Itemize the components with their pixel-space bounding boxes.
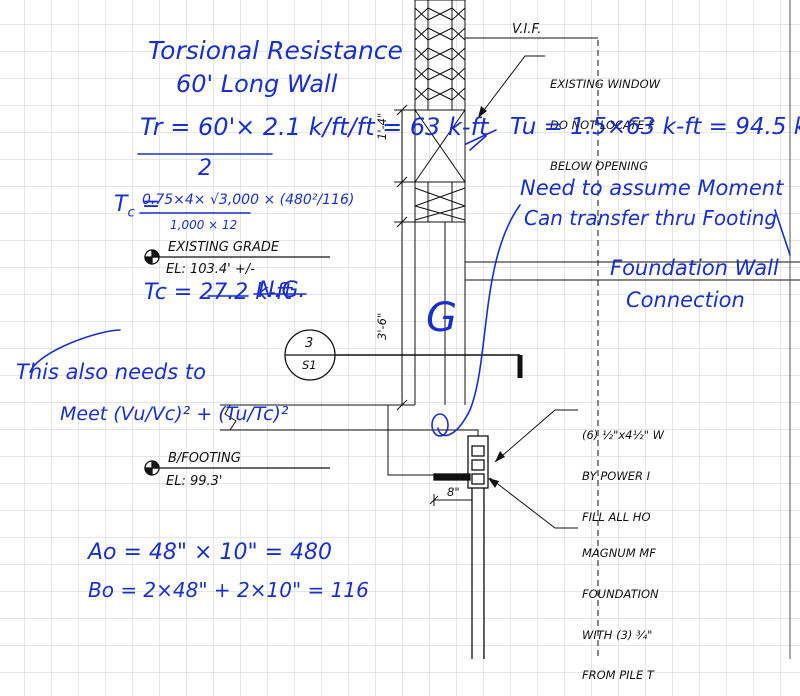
grade-label: EXISTING GRADE	[168, 240, 280, 255]
foundation-wall	[414, 222, 466, 405]
section-number: 3	[305, 336, 314, 351]
hw-tc-label: Tc =	[114, 192, 161, 221]
hw-tc-denominator: 1,000 × 12	[170, 218, 238, 232]
hw-also-needs-2: Meet (Vu/Vc)² + (Tu/Tc)²	[60, 403, 289, 425]
pile-bracket	[433, 435, 489, 489]
hw-tc-numerator: 0.75×4× √3,000 × (480²/116)	[142, 192, 355, 208]
footing-label: B/FOOTING	[168, 451, 241, 466]
anchor-note-line-2: BY POWER I	[582, 468, 651, 483]
detail-drawing	[29, 0, 800, 659]
hw-need-note-2: Can transfer thru Footing	[524, 206, 778, 230]
pile-shaft	[471, 488, 485, 659]
footing	[387, 405, 479, 476]
magnum-note-line-3: WITH (3) ¾"	[582, 627, 653, 642]
magnum-note: MAGNUM MF FOUNDATION WITH (3) ¾" FROM PI…	[582, 520, 659, 696]
magnum-note-line-1: MAGNUM MF	[582, 546, 656, 561]
window-note-line-3: BELOW OPENING	[550, 158, 649, 173]
wall-block-lower	[414, 181, 466, 223]
grade-marker	[144, 249, 330, 265]
window-note: EXISTING WINDOW DO NOT LOCATE F BELOW OP…	[550, 51, 660, 187]
window-note-line-1: EXISTING WINDOW	[550, 77, 661, 92]
handwritten-strokes	[29, 129, 791, 437]
hw-ng: N.G.	[258, 278, 306, 303]
anchor-note-line-1: (6) ½"x4½" W	[582, 428, 664, 443]
wall-block-upper	[414, 0, 466, 111]
hw-ao: Ao = 48" × 10" = 480	[88, 540, 332, 565]
hw-bo: Bo = 2×48" + 2×10" = 116	[88, 578, 369, 602]
dim-8: 8"	[447, 485, 460, 499]
magnum-note-line-2: FOUNDATION	[582, 586, 659, 601]
footing-elevation: EL: 99.3'	[166, 474, 223, 489]
window-note-line-2: DO NOT LOCATE F	[550, 117, 655, 132]
dim-3-6: 3'-6"	[375, 312, 389, 340]
anchor-note-line-3: FILL ALL HO	[582, 509, 651, 524]
hw-g-mark: G	[426, 295, 457, 341]
grade-elevation: EL: 103.4' +/-	[166, 262, 255, 277]
hw-title: Torsional Resistance	[148, 36, 403, 65]
hw-tr-denominator: 2	[198, 156, 212, 181]
anchor-note: (6) ½"x4½" W BY POWER I FILL ALL HO	[582, 402, 664, 538]
hw-subtitle: 60' Long Wall	[176, 70, 338, 98]
hw-need-note-1: Need to assume Moment	[520, 176, 784, 200]
hw-need-note-4: Connection	[626, 288, 745, 312]
hw-tu-equation: Tu = 1.5×63 k-ft = 94.5 k-ft	[510, 114, 800, 140]
hw-also-needs-1: This also needs to	[16, 360, 206, 384]
vif-label: V.I.F.	[512, 22, 542, 37]
hw-need-note-3: Foundation Wall	[610, 256, 779, 280]
hw-tr-equation: Tr = 60'× 2.1 k/ft/ft = 63 k-ft	[140, 113, 489, 141]
hw-tc-result: Tc = 27.2 k-ft	[144, 280, 293, 305]
section-sheet: S1	[302, 358, 317, 372]
footing-marker	[144, 460, 330, 476]
magnum-note-line-4: FROM PILE T	[582, 668, 654, 683]
